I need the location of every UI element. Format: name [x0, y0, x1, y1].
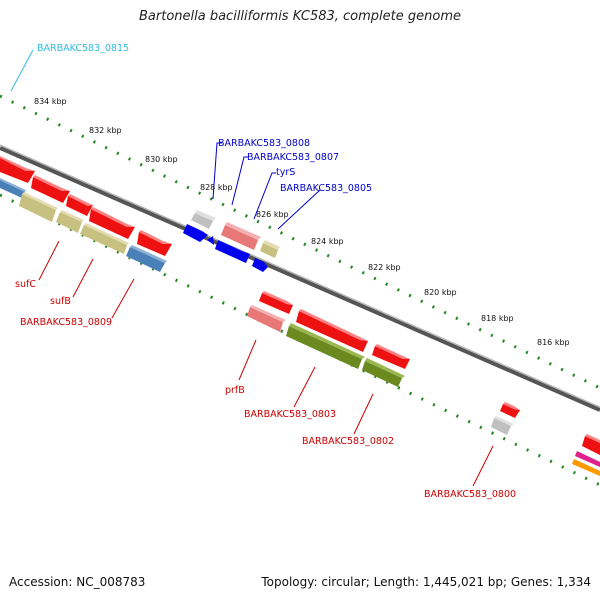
leader-0808 — [212, 142, 222, 200]
tick-824: 824 kbp — [311, 237, 344, 246]
gene-red-9[interactable] — [500, 402, 520, 418]
gene-red-5[interactable] — [137, 230, 172, 256]
gene-red-6[interactable] — [259, 291, 293, 314]
gene-khaki-4[interactable] — [260, 240, 280, 258]
gene-red-4[interactable] — [89, 207, 135, 239]
tick-832: 832 kbp — [89, 126, 122, 135]
leader-sufC — [38, 240, 60, 281]
leader-sufB — [72, 258, 94, 298]
gene-blue-4[interactable] — [252, 258, 268, 272]
tick-820: 820 kbp — [424, 288, 457, 297]
gene-grey-2[interactable] — [491, 416, 514, 435]
gene-magenta-1[interactable] — [575, 451, 600, 467]
leader-0805 — [277, 189, 321, 230]
label-barbakc583-0803[interactable]: BARBAKC583_0803 — [244, 409, 336, 420]
gene-pink-2[interactable] — [247, 305, 286, 332]
gene-red-2[interactable] — [31, 175, 70, 203]
tick-818: 818 kbp — [481, 314, 514, 323]
gene-red-7[interactable] — [296, 309, 368, 352]
leader-0802 — [353, 393, 374, 435]
gene-orange-1[interactable] — [572, 459, 600, 476]
gene-red-10[interactable] — [582, 434, 600, 455]
gene-red-8[interactable] — [372, 344, 410, 369]
gene-khaki-2[interactable] — [56, 210, 84, 233]
gene-steel-2[interactable] — [126, 245, 167, 272]
gene-pink-1[interactable] — [221, 222, 261, 250]
gene-blue-2[interactable] — [207, 236, 214, 245]
label-sufC[interactable]: sufC — [15, 279, 36, 290]
leader-0815 — [10, 49, 34, 92]
gene-olive-2[interactable] — [362, 358, 405, 387]
label-barbakc583-0802[interactable]: BARBAKC583_0802 — [302, 436, 394, 447]
leader-0809 — [111, 278, 135, 319]
gene-steel-1[interactable] — [0, 178, 26, 198]
topology-text: Topology: circular; Length: 1,445,021 bp… — [261, 575, 591, 589]
tick-834: 834 kbp — [34, 97, 67, 106]
gene-red-3[interactable] — [66, 194, 93, 216]
label-barbakc583-0815[interactable]: BARBAKC583_0815 — [37, 43, 129, 54]
gene-blue-3[interactable] — [215, 240, 250, 263]
map-title: Bartonella bacilliformis KC583, complete… — [139, 9, 461, 24]
label-barbakc583-0800[interactable]: BARBAKC583_0800 — [424, 489, 516, 500]
gene-grey-1[interactable] — [191, 210, 216, 229]
leader-0800 — [472, 445, 494, 487]
label-prfB[interactable]: prfB — [225, 385, 245, 396]
gene-khaki-1[interactable] — [19, 192, 58, 222]
tick-816: 816 kbp — [537, 338, 570, 347]
leader-0803 — [293, 366, 316, 408]
tick-830: 830 kbp — [145, 155, 178, 164]
gene-red-1[interactable] — [0, 156, 35, 183]
tick-826: 826 kbp — [256, 210, 289, 219]
gene-khaki-3[interactable] — [80, 223, 129, 254]
backbone-line — [0, 146, 600, 412]
label-barbakc583-0809[interactable]: BARBAKC583_0809 — [20, 317, 112, 328]
label-barbakc583-0808[interactable]: BARBAKC583_0808 — [218, 138, 310, 149]
accession-text: Accession: NC_008783 — [9, 575, 146, 589]
tick-822: 822 kbp — [368, 263, 401, 272]
gene-blue-1[interactable] — [183, 224, 208, 242]
leader-tyrS — [253, 172, 276, 220]
label-tyrS[interactable]: tyrS — [276, 167, 295, 178]
leader-0807 — [231, 156, 248, 206]
backbone-highlight — [0, 144, 600, 408]
tick-828: 828 kbp — [200, 183, 233, 192]
label-sufB[interactable]: sufB — [50, 296, 71, 307]
leader-prfB — [238, 339, 257, 381]
label-barbakc583-0807[interactable]: BARBAKC583_0807 — [247, 152, 339, 163]
gene-olive-1[interactable] — [286, 323, 365, 369]
label-barbakc583-0805[interactable]: BARBAKC583_0805 — [280, 183, 372, 194]
